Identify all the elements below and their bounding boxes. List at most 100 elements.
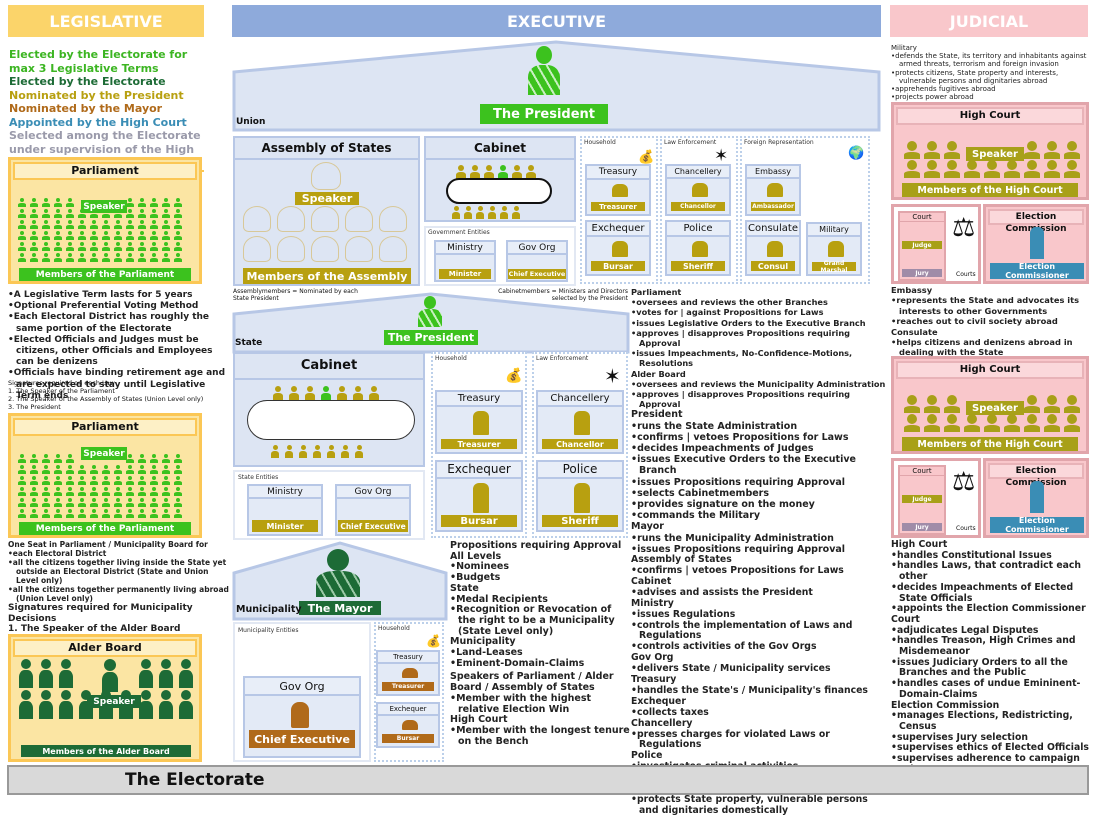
alder-members-label: Members of the Alder Board [21, 745, 191, 757]
role-item: adjudicates Legal Disputes [891, 625, 1091, 637]
member-figure [962, 160, 982, 178]
member-figure [321, 386, 331, 400]
member-figure [16, 659, 36, 688]
member-figure [148, 209, 160, 218]
member-figure [176, 659, 196, 688]
globe-icon: 🌍 [848, 146, 865, 161]
ministry-title: Ministry [249, 486, 321, 499]
courts-label: Courts [956, 525, 976, 532]
treasury-holder-label: Treasurer [441, 439, 517, 449]
member-figure [64, 476, 76, 485]
role-heading: Consulate [891, 326, 938, 337]
member-figure [100, 487, 112, 496]
role-item: handles cases of undue Emininent-Domain-… [891, 678, 1091, 700]
text-line: State [450, 582, 479, 594]
member-figure [160, 487, 172, 496]
member-figure [982, 414, 1002, 432]
role-item: appoints the Election Commissioner [891, 604, 1091, 615]
member-figure [64, 198, 76, 207]
member-figure [64, 465, 76, 474]
member-figure [88, 498, 100, 507]
member-figure [337, 386, 347, 400]
member-figure [148, 220, 160, 229]
assembly-title: Assembly of States [235, 138, 418, 160]
union-election-commission: Election Commission Election Commissione… [983, 204, 1089, 284]
treasury-holder-label: Treasurer [382, 682, 434, 691]
police-holder-label: Sheriff [671, 261, 725, 271]
member-figure [88, 253, 100, 262]
member-figure [40, 253, 52, 262]
member-figure [160, 454, 172, 463]
exchequer-icon [402, 720, 418, 730]
member-figure [160, 509, 172, 518]
member-figure [64, 454, 76, 463]
member-figure [172, 242, 184, 251]
union-court: Court Judge Jury ⚖ Courts [891, 204, 981, 284]
union-label: Union [236, 117, 266, 127]
role-item: oversees and reviews the Municipality Ad… [631, 379, 886, 389]
text-line: 1. The Speaker of the Parliament [8, 387, 115, 395]
role-item: handles the State's / Municipality's fin… [631, 685, 886, 697]
alder-speaker-figure [102, 659, 118, 692]
legend-item: Appointed by the High Court [9, 115, 187, 129]
note-item: Elected Officials and Judges must be cit… [8, 335, 230, 369]
member-figure [341, 445, 349, 458]
role-item: confirms | vetoes Propositions for Laws [631, 565, 886, 577]
member-figure [76, 465, 88, 474]
member-figure [16, 220, 28, 229]
assembly-of-states: Assembly of States Speaker Members of th… [233, 136, 420, 286]
member-figure [160, 220, 172, 229]
high-court-members-label: Members of the High Court [902, 183, 1078, 197]
member-figure [1002, 414, 1022, 432]
high-court-title: High Court [896, 107, 1084, 125]
member-figure [52, 198, 64, 207]
legend-item: Nominated by the President [9, 88, 184, 102]
role-item: issues Regulations [631, 609, 886, 621]
police-icon [574, 483, 590, 513]
judicial-header: JUDICIAL [890, 5, 1088, 37]
member-figure [112, 242, 124, 251]
legend-item: Elected by the Electorate [9, 75, 166, 88]
role-item: runs the State Administration [631, 421, 886, 432]
member-figure [982, 160, 1002, 178]
member-figure [148, 509, 160, 518]
ministry-title: Ministry [436, 242, 494, 255]
role-item: selects Cabinetmembers [631, 488, 886, 499]
police-title: Police [667, 222, 729, 237]
member-figure [160, 253, 172, 262]
member-figure [285, 445, 293, 458]
text-line: 3. The President [8, 403, 61, 411]
member-figure [136, 476, 148, 485]
text-line: all the citizens together permanently li… [8, 585, 230, 603]
union-parliament-title: Parliament [13, 162, 197, 180]
role-item: collects taxes [631, 707, 886, 719]
member-figure [56, 690, 76, 719]
member-figure [16, 231, 28, 240]
treasury-title: Treasury [378, 652, 438, 664]
note-item: Officials have binding retirement age an… [8, 368, 230, 402]
member-figure [28, 253, 40, 262]
role-item: approves | disapproves Propositions requ… [631, 389, 886, 409]
judges-grid [902, 141, 1082, 178]
text-line: Budgets [450, 572, 630, 584]
member-figure [136, 231, 148, 240]
note-item: A Legislative Term lasts for 5 years [8, 290, 230, 301]
role-heading: Parliament [631, 287, 682, 297]
member-figure [136, 454, 148, 463]
member-figure [148, 231, 160, 240]
assembly-member-figure [379, 206, 407, 232]
assembly-member-figure [345, 236, 373, 262]
state-entities: State Entities Ministry Minister Gov Org… [233, 470, 425, 540]
household-label: Household [378, 625, 410, 632]
member-figure [16, 509, 28, 518]
exchequer-title: Exchequer [587, 222, 649, 237]
member-figure [124, 209, 136, 218]
role-heading: Assembly of States [631, 554, 732, 566]
member-figure [172, 220, 184, 229]
role-item: controls activities of the Gov Orgs [631, 641, 886, 653]
